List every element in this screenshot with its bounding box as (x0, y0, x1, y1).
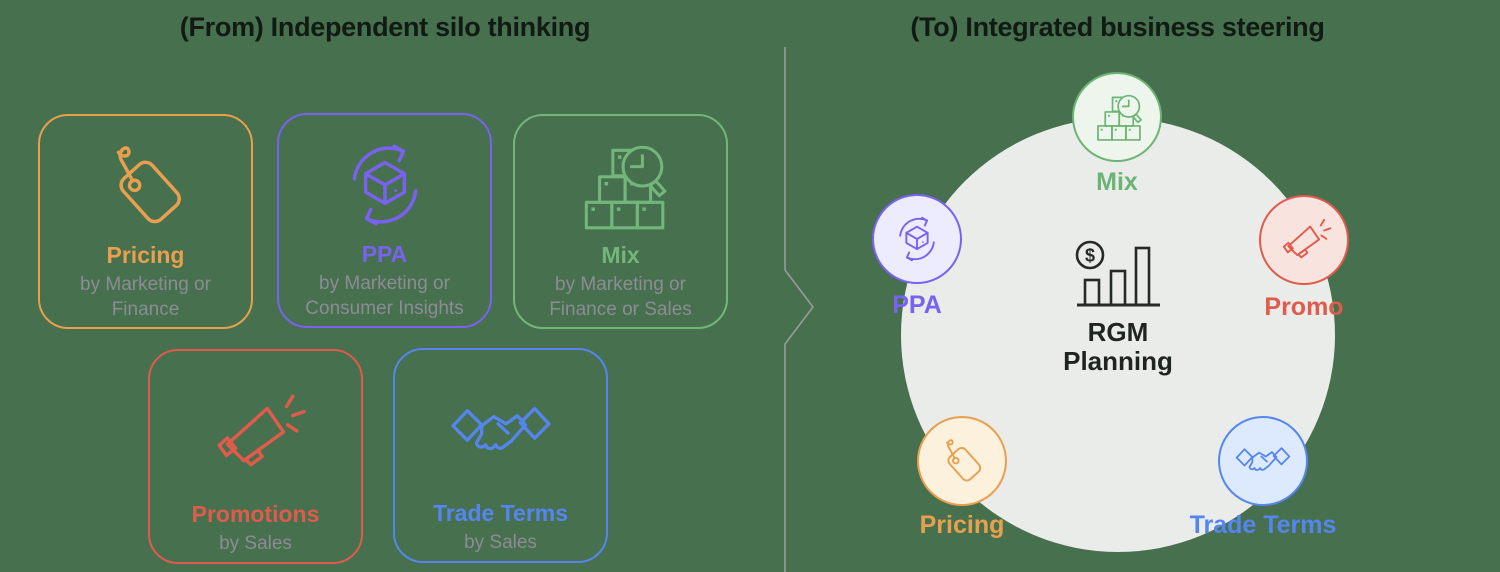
satellite-trade-terms (1218, 416, 1308, 506)
cycle-box-icon (889, 211, 945, 267)
satellite-label-mix: Mix (1096, 168, 1138, 196)
satellite-label-ppa: PPA (892, 291, 942, 319)
price-tag-icon (934, 433, 990, 489)
silo-box-mix: Mix by Marketing or Finance or Sales (513, 114, 728, 329)
handshake-icon (1235, 433, 1291, 489)
satellite-pricing (917, 416, 1007, 506)
silo-box-subtitle: by Marketing or Consumer Insights (305, 273, 464, 320)
silo-box-promotions: Promotions by Sales (148, 349, 363, 564)
silo-box-label: Promotions (191, 501, 320, 527)
satellite-label-promo: Promo (1264, 293, 1344, 321)
satellite-label-trade-terms: Trade Terms (1189, 511, 1337, 539)
silo-box-label: Pricing (106, 242, 185, 268)
left-section-title: (From) Independent silo thinking (179, 12, 591, 42)
megaphone-icon (205, 381, 307, 485)
silo-box-label: Mix (601, 242, 640, 268)
cycle-box-icon (334, 133, 436, 237)
satellite-label-pricing: Pricing (919, 511, 1005, 539)
divider-chevron-line (784, 47, 815, 572)
price-tag-icon (95, 134, 197, 238)
silo-box-subtitle: by Marketing or Finance (80, 274, 211, 321)
handshake-icon (450, 380, 552, 484)
satellite-ppa (872, 194, 962, 284)
silo-box-subtitle: by Sales (219, 533, 292, 554)
silo-box-subtitle: by Marketing or Finance or Sales (549, 274, 692, 321)
silo-box-trade-terms: Trade Terms by Sales (393, 348, 608, 563)
boxes-magnifier-icon (1089, 89, 1145, 145)
satellite-promo (1259, 195, 1349, 285)
megaphone-icon (1276, 212, 1332, 268)
rgm-hub-label: RGM Planning (1018, 317, 1218, 377)
silo-box-label: PPA (361, 241, 408, 267)
rgm-hub-label-line1: RGM (1087, 317, 1149, 347)
rgm-hub-label-line2: Planning (1063, 346, 1173, 377)
silo-box-subtitle: by Sales (464, 532, 537, 553)
silo-box-label: Trade Terms (432, 500, 569, 526)
boxes-magnifier-icon (570, 134, 672, 238)
right-section-title: (To) Integrated business steering (910, 12, 1325, 42)
silo-box-pricing: Pricing by Marketing or Finance (38, 114, 253, 329)
dollar-bar-chart-icon (1073, 238, 1163, 308)
silo-box-ppa: PPA by Marketing or Consumer Insights (277, 113, 492, 328)
satellite-mix (1072, 72, 1162, 162)
